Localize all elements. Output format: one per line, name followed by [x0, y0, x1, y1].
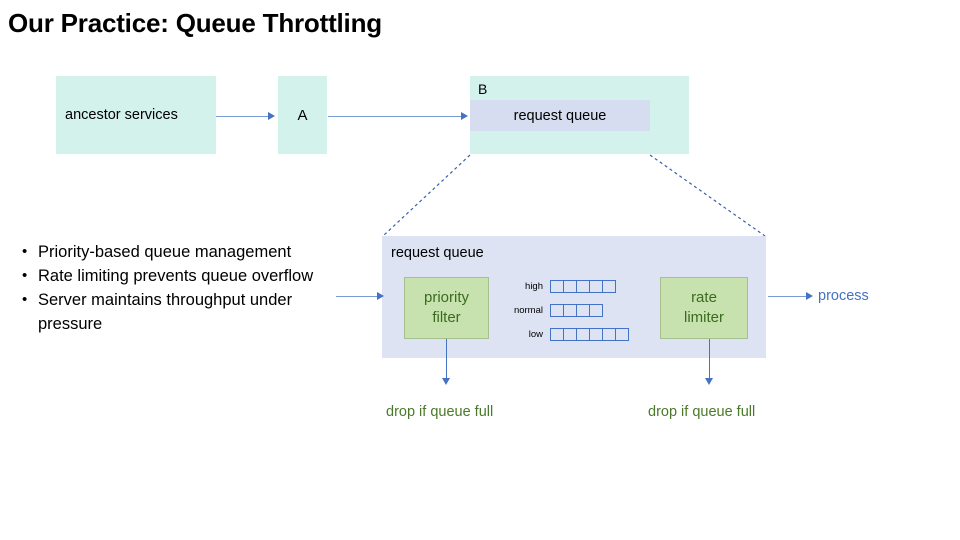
queue-cell — [550, 279, 564, 293]
bullet-text: Rate limiting prevents queue overflow — [38, 267, 314, 285]
arrow-to-process-head — [806, 291, 813, 300]
arrow-a-to-b-line — [328, 116, 462, 117]
queue-cell — [589, 279, 603, 293]
queue-cell — [576, 279, 590, 293]
priority-queue-rows: high normal low — [508, 274, 653, 346]
queue-row-high: high — [508, 274, 653, 298]
queue-row-normal: normal — [508, 298, 653, 322]
priority-filter-label-line1: priority — [423, 289, 469, 306]
priority-filter-label-line2: filter — [432, 309, 461, 326]
queue-row-normal-label: normal — [513, 304, 543, 316]
bullet-marker: • — [22, 267, 28, 284]
bullet-text: Server maintains throughput under pressu… — [38, 291, 293, 333]
arrow-ancestor-to-a-head — [268, 111, 275, 120]
node-b-request-queue[interactable]: request queue — [470, 100, 650, 131]
queue-row-high-label: high — [525, 280, 543, 292]
queue-cell — [563, 303, 577, 317]
queue-cell — [589, 327, 603, 341]
queue-cell — [576, 327, 590, 341]
arrow-drop-left-head — [442, 378, 450, 385]
node-b-label: B — [478, 81, 488, 97]
arrow-drop-left-line — [446, 339, 447, 380]
queue-row-high-cells — [550, 279, 616, 293]
rate-limiter-label-line2: limiter — [684, 309, 724, 326]
bullet-marker: • — [22, 243, 28, 260]
queue-cell — [589, 303, 603, 317]
arrow-to-process-line — [768, 296, 809, 297]
node-b-request-queue-label: request queue — [513, 107, 607, 124]
queue-row-normal-cells — [550, 303, 603, 317]
queue-row-low-label: low — [528, 328, 543, 340]
queue-cell — [550, 327, 564, 341]
bullet-text: Priority-based queue management — [38, 243, 292, 261]
arrow-ancestor-to-a-line — [216, 116, 269, 117]
queue-cell — [576, 303, 590, 317]
priority-filter-box[interactable]: priority filter — [404, 277, 489, 339]
queue-cell — [550, 303, 564, 317]
node-a[interactable]: A — [278, 76, 327, 154]
node-b[interactable]: B request queue — [470, 76, 689, 154]
list-item: • Priority-based queue management — [22, 240, 332, 264]
queue-row-low-cells — [550, 327, 629, 341]
arrow-drop-right-line — [709, 339, 710, 380]
queue-cell — [563, 279, 577, 293]
rate-limiter-label-line1: rate — [691, 289, 717, 306]
queue-cell — [602, 327, 616, 341]
detail-panel-title: request queue — [391, 245, 484, 261]
list-item: • Server maintains throughput under pres… — [22, 288, 332, 336]
arrow-into-priority-filter-line — [336, 296, 378, 297]
arrow-drop-right-head — [705, 378, 713, 385]
list-item: • Rate limiting prevents queue overflow — [22, 264, 332, 288]
queue-cell — [563, 327, 577, 341]
node-ancestor-services[interactable]: ancestor services — [56, 76, 216, 154]
process-label: process — [818, 288, 869, 304]
node-ancestor-services-label: ancestor services — [65, 107, 178, 123]
bullet-list: • Priority-based queue management • Rate… — [22, 240, 332, 336]
queue-row-low: low — [508, 322, 653, 346]
arrow-a-to-b-head — [461, 111, 468, 120]
drop-label-left: drop if queue full — [386, 404, 494, 420]
bullet-marker: • — [22, 291, 28, 308]
queue-cell — [615, 327, 629, 341]
page-title: Our Practice: Queue Throttling — [8, 8, 382, 38]
queue-cell — [602, 279, 616, 293]
rate-limiter-box[interactable]: rate limiter — [660, 277, 748, 339]
node-a-label: A — [297, 106, 308, 124]
drop-label-right: drop if queue full — [648, 404, 756, 420]
arrow-into-priority-filter-head — [377, 291, 384, 300]
